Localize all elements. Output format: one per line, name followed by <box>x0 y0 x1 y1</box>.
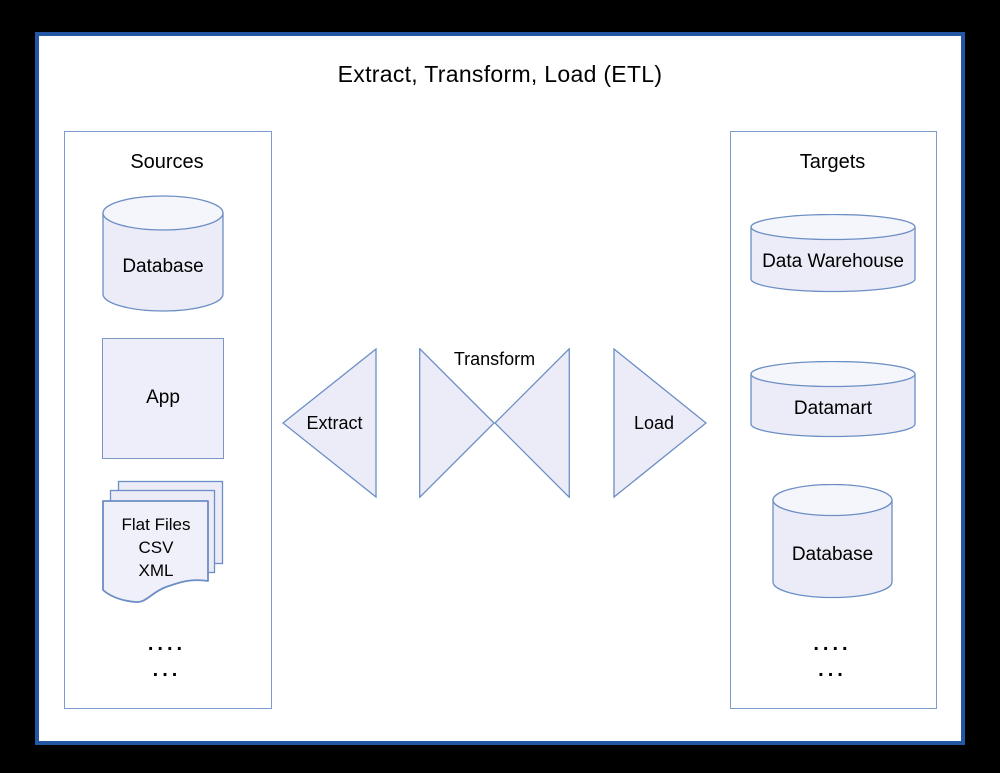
flat-files-line-1: Flat Files <box>121 515 191 534</box>
load-label: Load <box>633 413 675 433</box>
target-database-cylinder-icon <box>772 484 893 599</box>
target-datamart-label: Datamart <box>793 398 873 419</box>
sources-ellipsis-1: .... <box>147 633 187 655</box>
target-datamart-cylinder-icon <box>750 361 916 438</box>
source-database-label: Database <box>122 256 204 277</box>
extract-triangle-icon <box>282 348 377 498</box>
sources-ellipsis-2: ... <box>152 659 182 681</box>
transform-label: Transform <box>453 349 536 369</box>
sources-header: Sources <box>130 151 204 173</box>
target-data-warehouse-cylinder-icon <box>750 214 916 293</box>
flat-files-line-3: XML <box>138 561 174 580</box>
targets-header: Targets <box>799 151 866 173</box>
source-database-cylinder-icon <box>102 195 224 312</box>
transform-bowtie-icon <box>419 348 570 498</box>
diagram-title: Extract, Transform, Load (ETL) <box>337 61 663 87</box>
targets-ellipsis-2: ... <box>818 659 847 681</box>
load-triangle-icon <box>613 348 707 498</box>
source-app-label: App <box>146 387 180 408</box>
source-flat-files-label: Flat Files CSV XML <box>103 513 209 582</box>
target-database-label: Database <box>791 544 874 565</box>
flat-files-line-2: CSV <box>138 538 174 557</box>
source-app-shape <box>102 338 224 459</box>
extract-label: Extract <box>306 413 363 433</box>
targets-ellipsis-1: .... <box>813 633 852 655</box>
target-data-warehouse-label: Data Warehouse <box>762 251 904 272</box>
source-flat-files-icon <box>102 480 224 603</box>
